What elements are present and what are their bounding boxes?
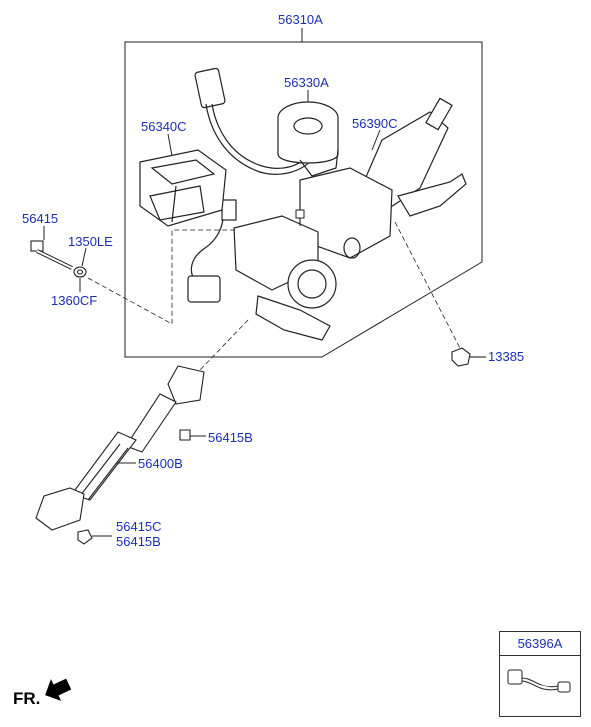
label-nut[interactable]: 13385 (488, 349, 525, 364)
front-marker: FR. (13, 689, 41, 708)
inset-panel: 56396A (499, 631, 581, 717)
label-column-body[interactable]: 56390C (352, 116, 398, 131)
bolt-drawing (30, 240, 87, 278)
label-washer-b[interactable]: 1360CF (51, 293, 98, 308)
front-arrow-icon (45, 678, 72, 701)
small-bolt-drawing (295, 209, 305, 226)
assembly-outline (124, 41, 483, 358)
inset-header: 56396A (500, 632, 580, 656)
label-motor[interactable]: 56330A (284, 75, 329, 90)
label-leaders (43, 90, 381, 292)
shaft-drawing (35, 365, 205, 545)
label-washer-a[interactable]: 1350LE (68, 234, 113, 249)
label-shaft[interactable]: 56400B (138, 456, 183, 471)
label-assembly[interactable]: 56310A (278, 12, 323, 27)
label-control-unit[interactable]: 56340C (141, 119, 187, 134)
control-unit-drawing (139, 149, 227, 227)
label-bolt[interactable]: 56415 (22, 211, 59, 226)
label-shaft-bolt[interactable]: 56415B (208, 430, 253, 445)
column-body-drawing (233, 97, 467, 341)
motor-drawing (277, 101, 339, 177)
label-lower-bolt-b[interactable]: 56415B (116, 534, 161, 549)
shaft-leaders (92, 435, 206, 537)
guide-lines (87, 221, 463, 371)
label-lower-bolt-c[interactable]: 56415C (116, 519, 162, 534)
wiring-harness (187, 67, 313, 303)
nut-drawing (451, 347, 486, 367)
label-inset-part[interactable]: 56396A (517, 636, 563, 651)
inset-part-drawing (507, 669, 571, 693)
